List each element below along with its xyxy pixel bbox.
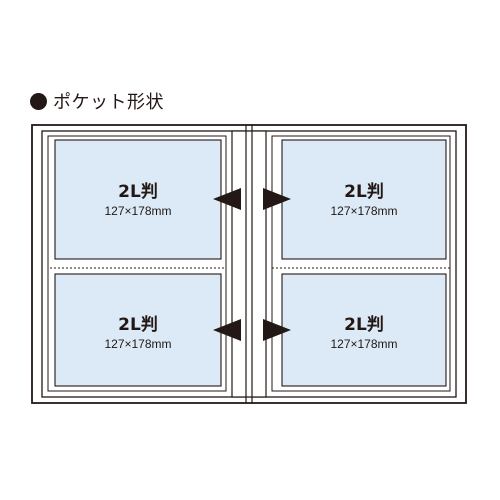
pocket-size-label: 2L判 — [118, 182, 158, 202]
arrow-top-left-icon — [213, 188, 241, 210]
pocket-dimensions-label: 127×178mm — [104, 337, 171, 351]
left-page-border — [47, 135, 227, 392]
spine-right — [251, 130, 267, 398]
pocket-size-label: 2L判 — [344, 315, 384, 335]
pocket-size-label: 2L判 — [344, 182, 384, 202]
arrow-bottom-left-icon — [213, 319, 241, 341]
pocket-bottom-right — [281, 273, 447, 387]
spine-left — [231, 130, 247, 398]
right-page-border — [271, 135, 451, 392]
pocket-bottom-left — [54, 273, 222, 387]
pocket-size-label: 2L判 — [118, 315, 158, 335]
arrow-bottom-right-icon — [263, 319, 291, 341]
pocket-dimensions-label: 127×178mm — [330, 337, 397, 351]
pocket-dimensions-label: 127×178mm — [104, 204, 171, 218]
pocket-dimensions-label: 127×178mm — [330, 204, 397, 218]
heading-text: ポケット形状 — [53, 92, 164, 113]
section-heading: ポケット形状 — [30, 88, 164, 114]
pocket-top-left — [54, 139, 222, 260]
arrow-top-right-icon — [263, 188, 291, 210]
bullet-icon — [30, 92, 47, 110]
